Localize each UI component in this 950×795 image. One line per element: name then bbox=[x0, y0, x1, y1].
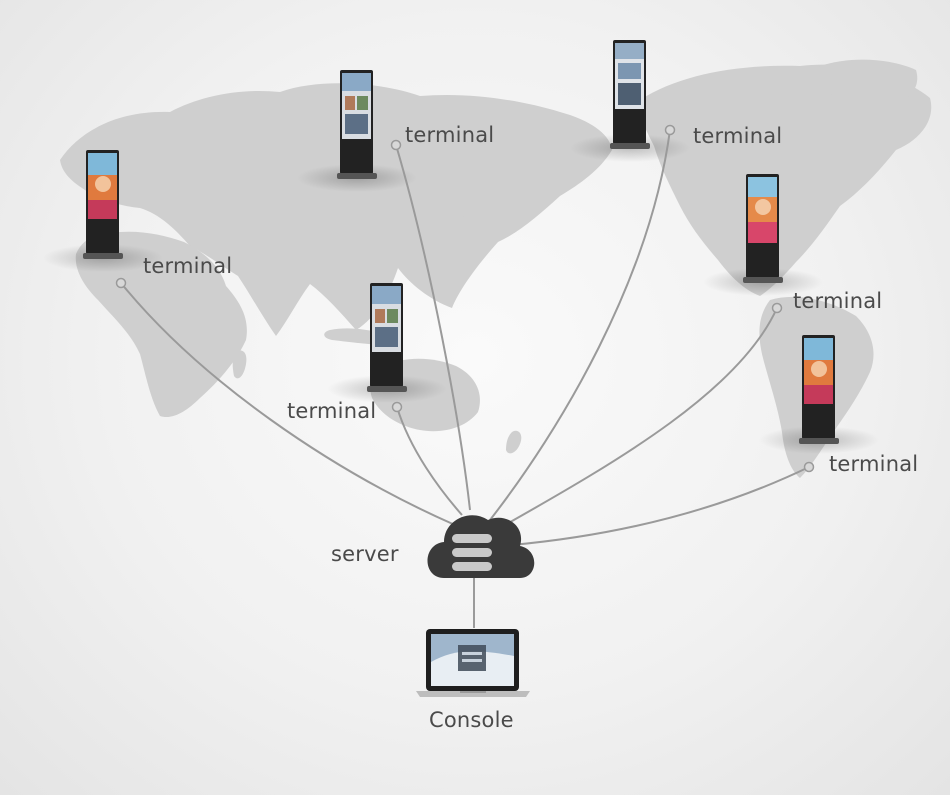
connection-links bbox=[120, 129, 810, 628]
kiosk-display-icon bbox=[83, 150, 123, 259]
continent-eurasia bbox=[60, 83, 612, 336]
continent-north-america bbox=[639, 64, 932, 296]
island-new-zealand bbox=[506, 430, 522, 454]
link-terminal-australia bbox=[396, 406, 463, 516]
island-japan bbox=[463, 174, 486, 220]
cloud-server-icon bbox=[427, 515, 535, 578]
link-terminal-alaska bbox=[489, 129, 671, 521]
link-terminal-asia bbox=[395, 144, 471, 511]
link-terminal-africa bbox=[120, 282, 456, 526]
link-terminal-south-america bbox=[511, 466, 810, 546]
laptop-icon bbox=[416, 629, 530, 697]
console-label: Console bbox=[429, 708, 514, 732]
link-endpoints bbox=[115, 124, 815, 473]
continents bbox=[60, 59, 932, 478]
continent-africa bbox=[75, 231, 247, 418]
terminal-label-south-america: terminal bbox=[829, 452, 919, 476]
server-label: server bbox=[331, 542, 399, 566]
kiosk-display-icon bbox=[610, 40, 650, 149]
kiosk-display-icon bbox=[743, 174, 783, 283]
terminal-label-asia: terminal bbox=[405, 123, 495, 147]
island-madagascar bbox=[232, 350, 247, 379]
terminal-label-north-america: terminal bbox=[793, 289, 883, 313]
terminal-label-africa: terminal bbox=[143, 254, 233, 278]
link-terminal-north-america bbox=[504, 307, 778, 526]
island-greenland bbox=[817, 59, 918, 109]
terminal-label-alaska: terminal bbox=[693, 124, 783, 148]
kiosk-display-icon bbox=[799, 335, 839, 444]
terminal-label-australia: terminal bbox=[287, 399, 377, 423]
kiosk-display-icon bbox=[367, 283, 407, 392]
kiosk-display-icon bbox=[337, 70, 377, 179]
